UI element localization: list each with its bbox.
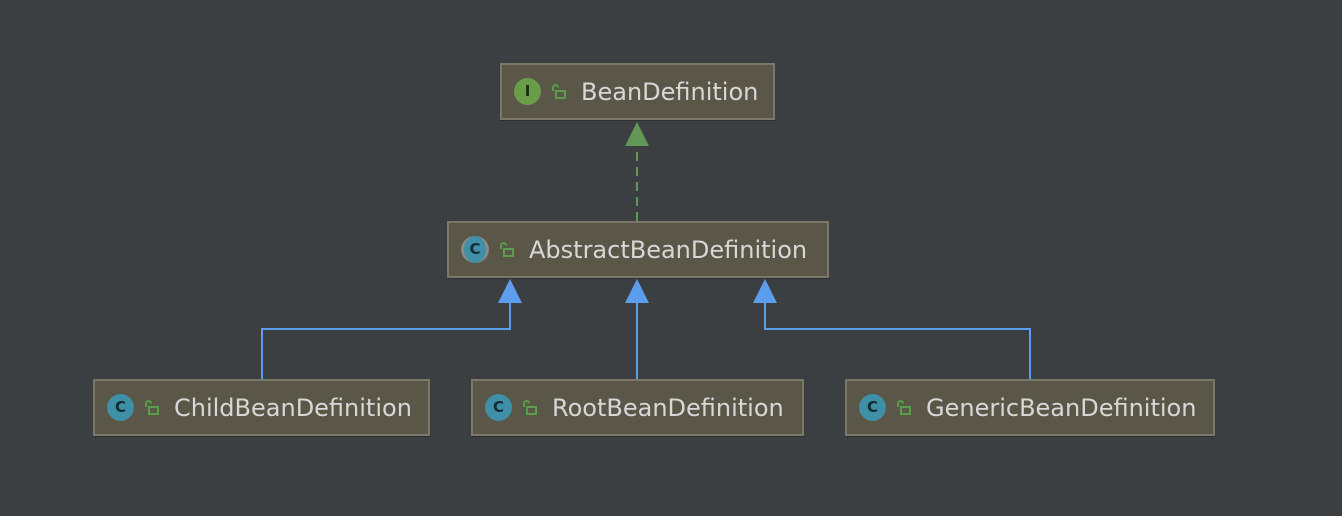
class-icon: C [107, 394, 134, 421]
node-bean-definition[interactable]: I BeanDefinition [500, 63, 775, 120]
node-abstract-bean-definition[interactable]: C AbstractBeanDefinition [447, 221, 829, 278]
edge-abstract-implements-arrowhead [625, 122, 649, 146]
node-label: GenericBeanDefinition [926, 393, 1197, 422]
class-icon: C [485, 394, 512, 421]
public-access-icon [145, 399, 159, 415]
interface-icon: I [514, 78, 541, 105]
class-icon: C [859, 394, 886, 421]
edge-child-extends-arrowhead [498, 279, 522, 303]
edge-root-extends-arrowhead [625, 279, 649, 303]
node-label: ChildBeanDefinition [174, 393, 412, 422]
node-label: RootBeanDefinition [552, 393, 784, 422]
public-access-icon [500, 241, 514, 257]
edge-child-extends-abstract [261, 303, 511, 379]
edge-generic-extends-arrowhead [753, 279, 777, 303]
public-access-icon [552, 83, 566, 99]
public-access-icon [897, 399, 911, 415]
node-child-bean-definition[interactable]: C ChildBeanDefinition [93, 379, 430, 436]
public-access-icon [523, 399, 537, 415]
node-label: BeanDefinition [581, 77, 759, 106]
node-label: AbstractBeanDefinition [529, 235, 808, 264]
node-root-bean-definition[interactable]: C RootBeanDefinition [471, 379, 804, 436]
node-generic-bean-definition[interactable]: C GenericBeanDefinition [845, 379, 1215, 436]
abstract-class-icon: C [461, 236, 489, 263]
edge-generic-extends-abstract [764, 303, 1031, 379]
